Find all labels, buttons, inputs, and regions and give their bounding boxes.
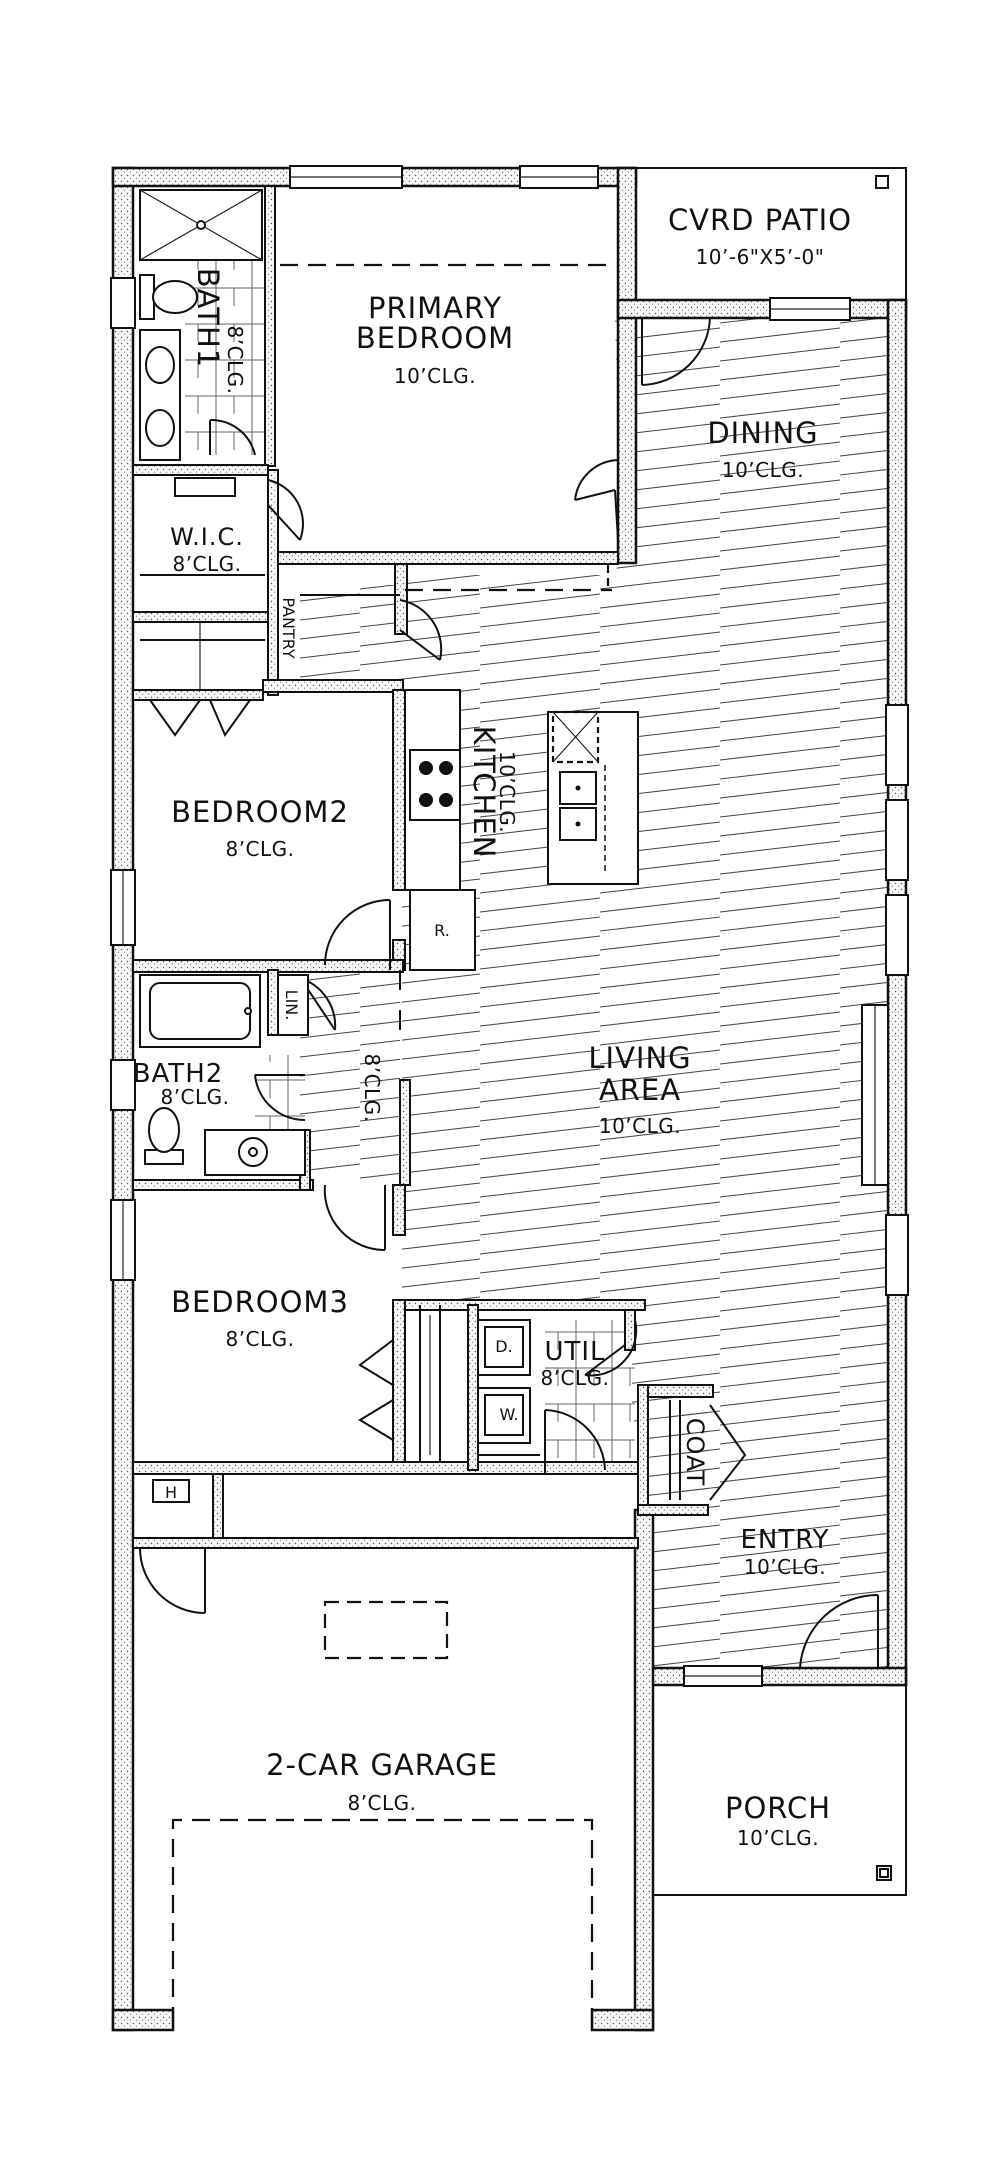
porch-ceiling: 10’CLG. xyxy=(737,1826,819,1850)
util-ceiling: 8’CLG. xyxy=(540,1366,609,1390)
coat-floor xyxy=(668,1398,708,1506)
entry-label: ENTRY xyxy=(740,1525,829,1555)
bedroom3-ceiling: 8’CLG. xyxy=(225,1327,294,1351)
living-area-label-2: AREA xyxy=(599,1073,681,1107)
living-area-ceiling: 10’CLG. xyxy=(599,1114,681,1138)
water-heater xyxy=(152,1479,190,1503)
primary-bedroom-ceiling: 10’CLG. xyxy=(394,364,476,388)
washer-label: W. xyxy=(499,1405,518,1424)
entry-ceiling: 10’CLG. xyxy=(744,1555,826,1579)
wic-ceiling: 8’CLG. xyxy=(172,552,241,576)
water-heater-label: H xyxy=(165,1483,177,1502)
primary-bedroom-label-1: PRIMARY xyxy=(368,291,502,325)
cvrd-patio-label: CVRD PATIO xyxy=(668,203,852,237)
bedroom2-label: BEDROOM2 xyxy=(171,795,349,829)
pantry-label: PANTRY xyxy=(279,597,298,658)
exterior-walls xyxy=(111,166,908,2032)
toilet-icon xyxy=(139,274,198,320)
living-floor xyxy=(395,308,888,1668)
room-labels: CVRD PATIO 10’-6"X5’-0" PRIMARY BEDROOM … xyxy=(133,203,852,1850)
fixtures: R. D. xyxy=(139,167,907,2025)
cvrd-patio-size: 10’-6"X5’-0" xyxy=(696,245,825,269)
interior-walls xyxy=(132,185,714,1549)
bath1-label: BATH1 xyxy=(191,268,225,368)
garage-label: 2-CAR GARAGE xyxy=(266,1748,498,1782)
cooktop xyxy=(409,749,461,821)
pantry-floor xyxy=(300,585,400,690)
garage-ceiling: 8’CLG. xyxy=(347,1791,416,1815)
hall-floor xyxy=(300,970,400,1180)
coat-label: COAT xyxy=(681,1418,709,1486)
bath2-label: BATH2 xyxy=(133,1059,224,1089)
dining-ceiling: 10’CLG. xyxy=(722,458,804,482)
refrigerator-label: R. xyxy=(434,921,450,940)
refrigerator xyxy=(409,889,476,971)
util-label: UTIL xyxy=(544,1337,605,1367)
kitchen-ceiling: 10’CLG. xyxy=(495,751,519,833)
bedroom2-ceiling: 8’CLG. xyxy=(225,837,294,861)
porch-label: PORCH xyxy=(725,1791,831,1825)
bath2-ceiling: 8’CLG. xyxy=(160,1085,229,1109)
primary-bedroom-label-2: BEDROOM xyxy=(356,321,514,355)
kitchen-label: KITCHEN xyxy=(467,726,501,859)
toilet-icon xyxy=(144,1107,184,1165)
windows xyxy=(110,165,909,1687)
dryer-label: D. xyxy=(495,1337,512,1356)
wic-label: W.I.C. xyxy=(170,523,244,551)
bedroom3-label: BEDROOM3 xyxy=(171,1285,349,1319)
hall-ceiling: 8’CLG. xyxy=(360,1053,384,1122)
lin-label: LIN. xyxy=(282,990,301,1021)
living-area-label-1: LIVING xyxy=(588,1041,691,1075)
dining-label: DINING xyxy=(707,416,818,450)
doors xyxy=(139,317,879,1669)
util-tile xyxy=(545,1320,635,1475)
bath1-ceiling: 8’CLG. xyxy=(223,325,247,394)
